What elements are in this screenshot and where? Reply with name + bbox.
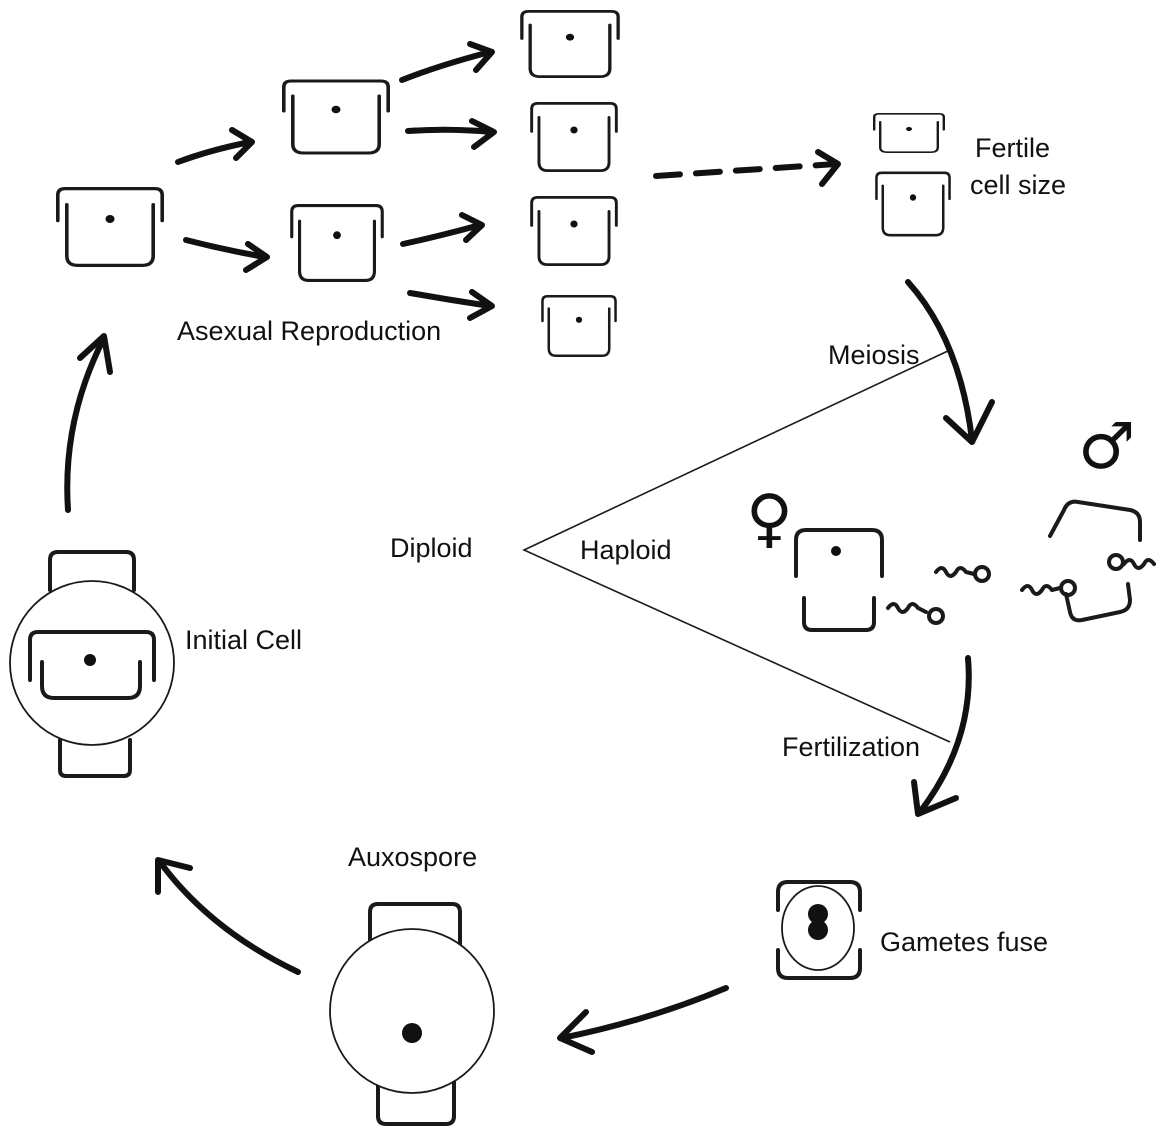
fertilization-arrow (911, 655, 972, 817)
female-symbol: ♀ (746, 482, 793, 556)
arrow-to-asexual-start (64, 333, 113, 513)
male-symbol: ♂ (1078, 410, 1135, 484)
ploidy-wedge (522, 349, 951, 743)
label-fertilization: Fertilization (782, 732, 920, 762)
fertile-cell-small (873, 112, 945, 154)
label-fertile-line1: Fertile (975, 133, 1050, 163)
initial-cell (9, 550, 175, 778)
cell-generation-2-top (281, 79, 391, 155)
cell-generation-3-d (541, 294, 617, 358)
arrow-to-auxospore (557, 985, 729, 1055)
sperm-gametes (886, 553, 1156, 625)
cell-generation-3-a (520, 9, 620, 79)
fertile-cell-large (875, 171, 951, 237)
dashed-arrow-to-fertile (653, 149, 841, 187)
label-initial-cell: Initial Cell (185, 625, 302, 655)
cell-generation-3-b (530, 101, 618, 173)
label-asexual-reproduction: Asexual Reproduction (177, 316, 441, 346)
female-gamete-cell (794, 528, 884, 632)
asexual-arrows (175, 41, 497, 321)
cell-generation-3-c (530, 195, 618, 267)
label-haploid: Haploid (580, 535, 672, 565)
meiosis-arrow (905, 279, 995, 445)
zygote-cell (776, 880, 862, 980)
label-meiosis: Meiosis (828, 340, 920, 370)
label-auxospore: Auxospore (348, 842, 477, 872)
label-fertile-line2: cell size (970, 170, 1066, 200)
male-gamete-cell (1048, 499, 1142, 623)
arrow-to-initial-cell (155, 857, 301, 975)
auxospore-cell (329, 902, 495, 1126)
label-diploid: Diploid (390, 533, 473, 563)
label-gametes-fuse: Gametes fuse (880, 927, 1048, 957)
cell-generation-1 (55, 186, 164, 268)
cell-generation-2-bottom (290, 203, 384, 283)
